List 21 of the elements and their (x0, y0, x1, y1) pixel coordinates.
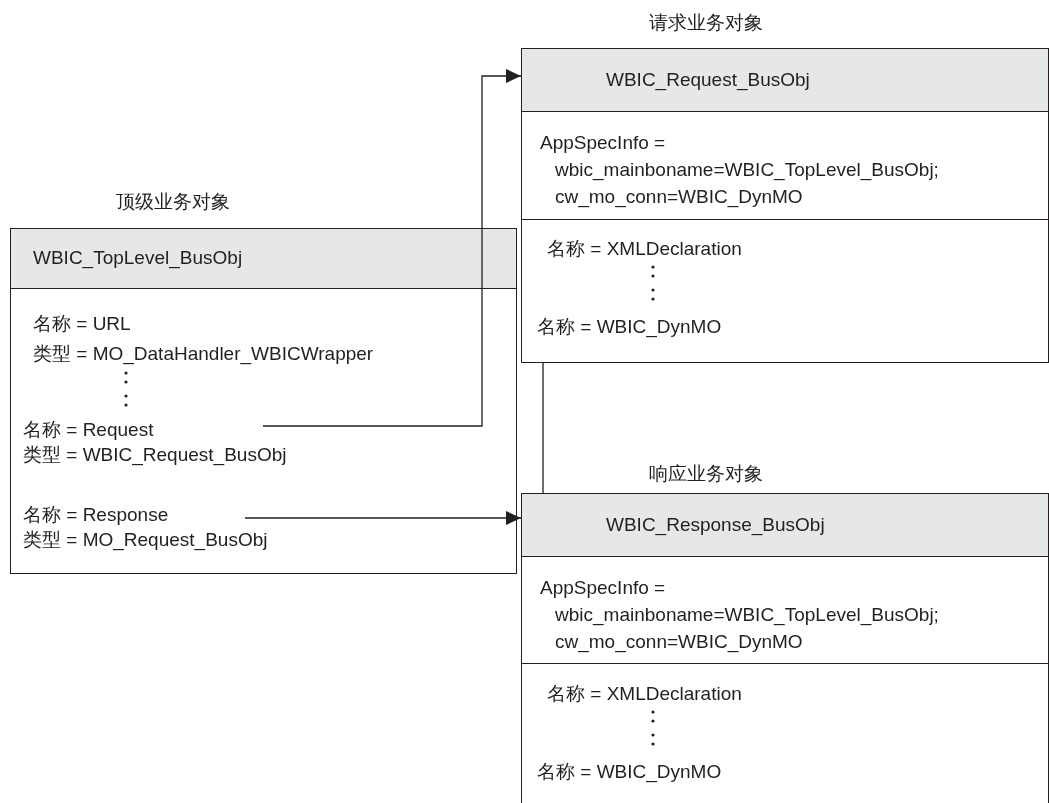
field-text: 类型 = MO_Request_BusObj (23, 528, 268, 552)
box-heading: 响应业务对象 (649, 462, 763, 486)
field-text: 名称 = XMLDeclaration (547, 682, 742, 706)
spec-text: AppSpecInfo = wbic_mainboname=WBIC_TopLevel_BusObj; cw_mo_conn=WBIC_DynMO (540, 576, 940, 655)
field-text: 名称 = Response (23, 503, 169, 527)
field-text: 名称 = URL (33, 312, 131, 336)
field-text: 名称 = Request (23, 418, 154, 442)
header-band: WBIC_Request_BusObj (522, 49, 1048, 112)
field-text: 类型 = MO_DataHandler_WBICWrapper (33, 342, 374, 366)
field-text: 类型 = WBIC_Request_BusObj (23, 443, 287, 467)
arrow (262, 69, 522, 427)
box-heading: 请求业务对象 (649, 11, 763, 35)
spec-text: AppSpecInfo = wbic_mainboname=WBIC_TopLevel_BusObj; cw_mo_conn=WBIC_DynMO (540, 131, 940, 210)
field-text: 名称 = WBIC_DynMO (537, 315, 722, 339)
header-band: WBIC_Response_BusObj (522, 494, 1048, 557)
header-band: WBIC_TopLevel_BusObj (11, 229, 516, 289)
field-text: 名称 = XMLDeclaration (547, 237, 742, 261)
arrow (244, 511, 522, 525)
field-text: 名称 = WBIC_DynMO (537, 760, 722, 784)
box-heading: 顶级业务对象 (116, 190, 230, 214)
connector-line (542, 362, 544, 494)
